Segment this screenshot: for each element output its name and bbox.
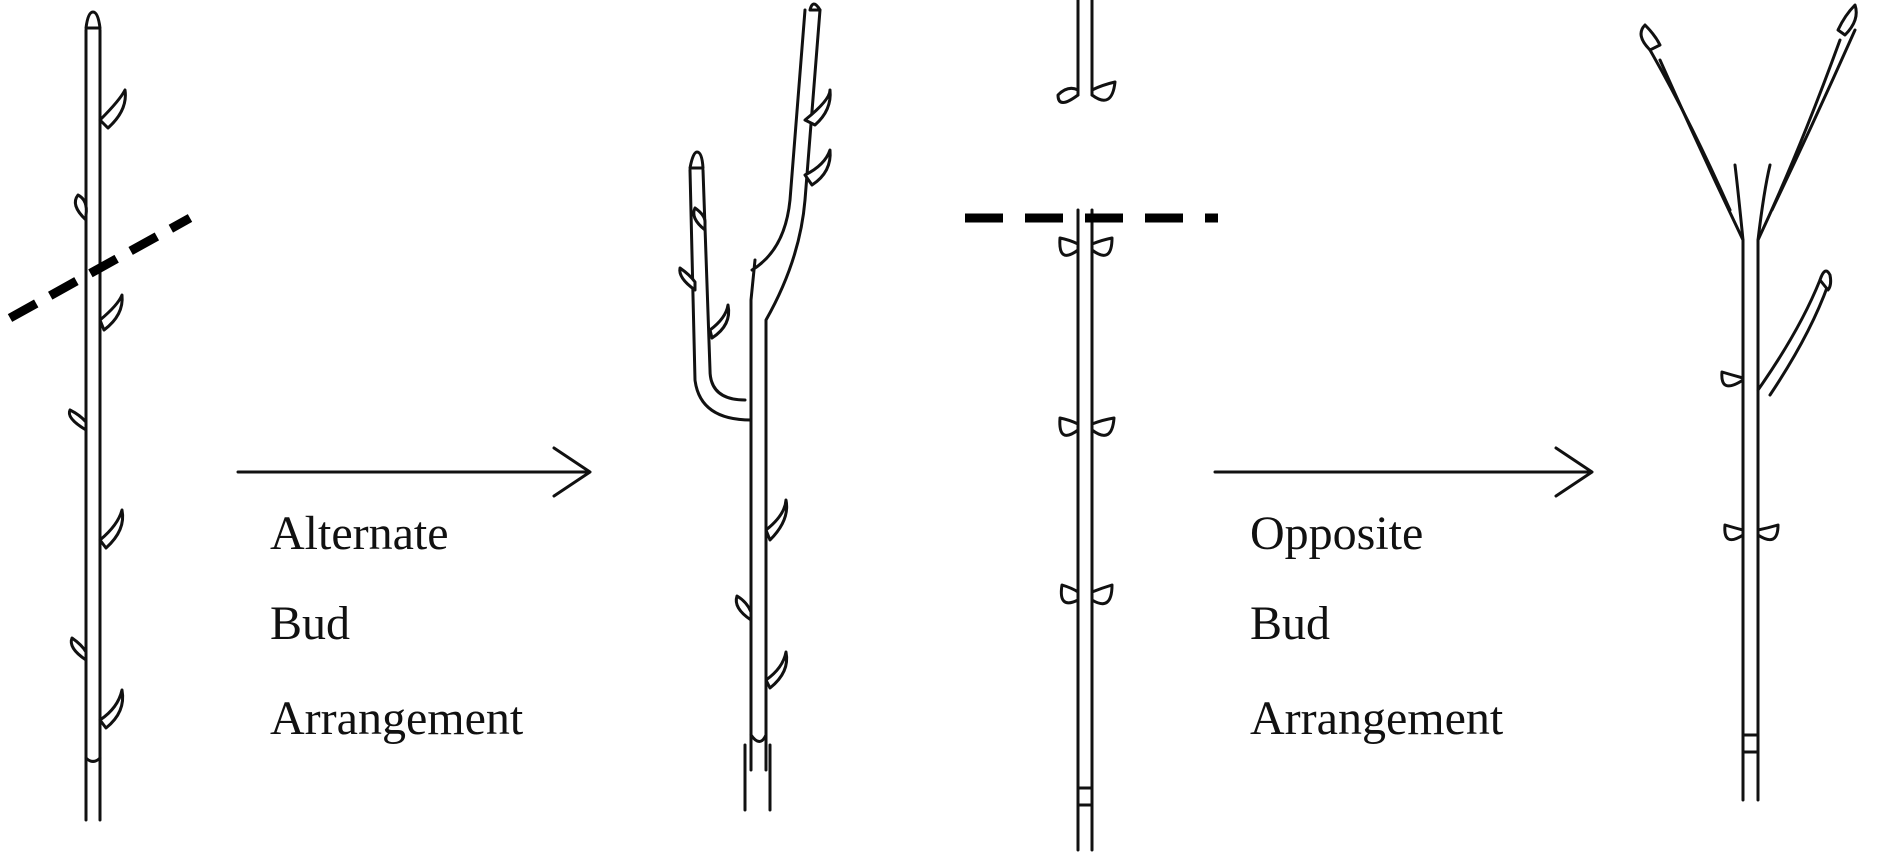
opposite-label-line1: Opposite: [1250, 510, 1423, 558]
opposite-label-line2: Bud: [1250, 600, 1330, 648]
arrow-2: [1215, 448, 1592, 496]
alternate-stem-before: [10, 12, 190, 820]
arrow-1: [238, 448, 590, 496]
alternate-stem-after: [680, 4, 830, 810]
opposite-stem-before: [965, 0, 1218, 850]
opposite-label-line3: Arrangement: [1250, 695, 1503, 743]
alternate-label-line1: Alternate: [270, 510, 449, 558]
opposite-stem-after: [1641, 5, 1856, 800]
alternate-label-line2: Bud: [270, 600, 350, 648]
alternate-label-line3: Arrangement: [270, 695, 523, 743]
